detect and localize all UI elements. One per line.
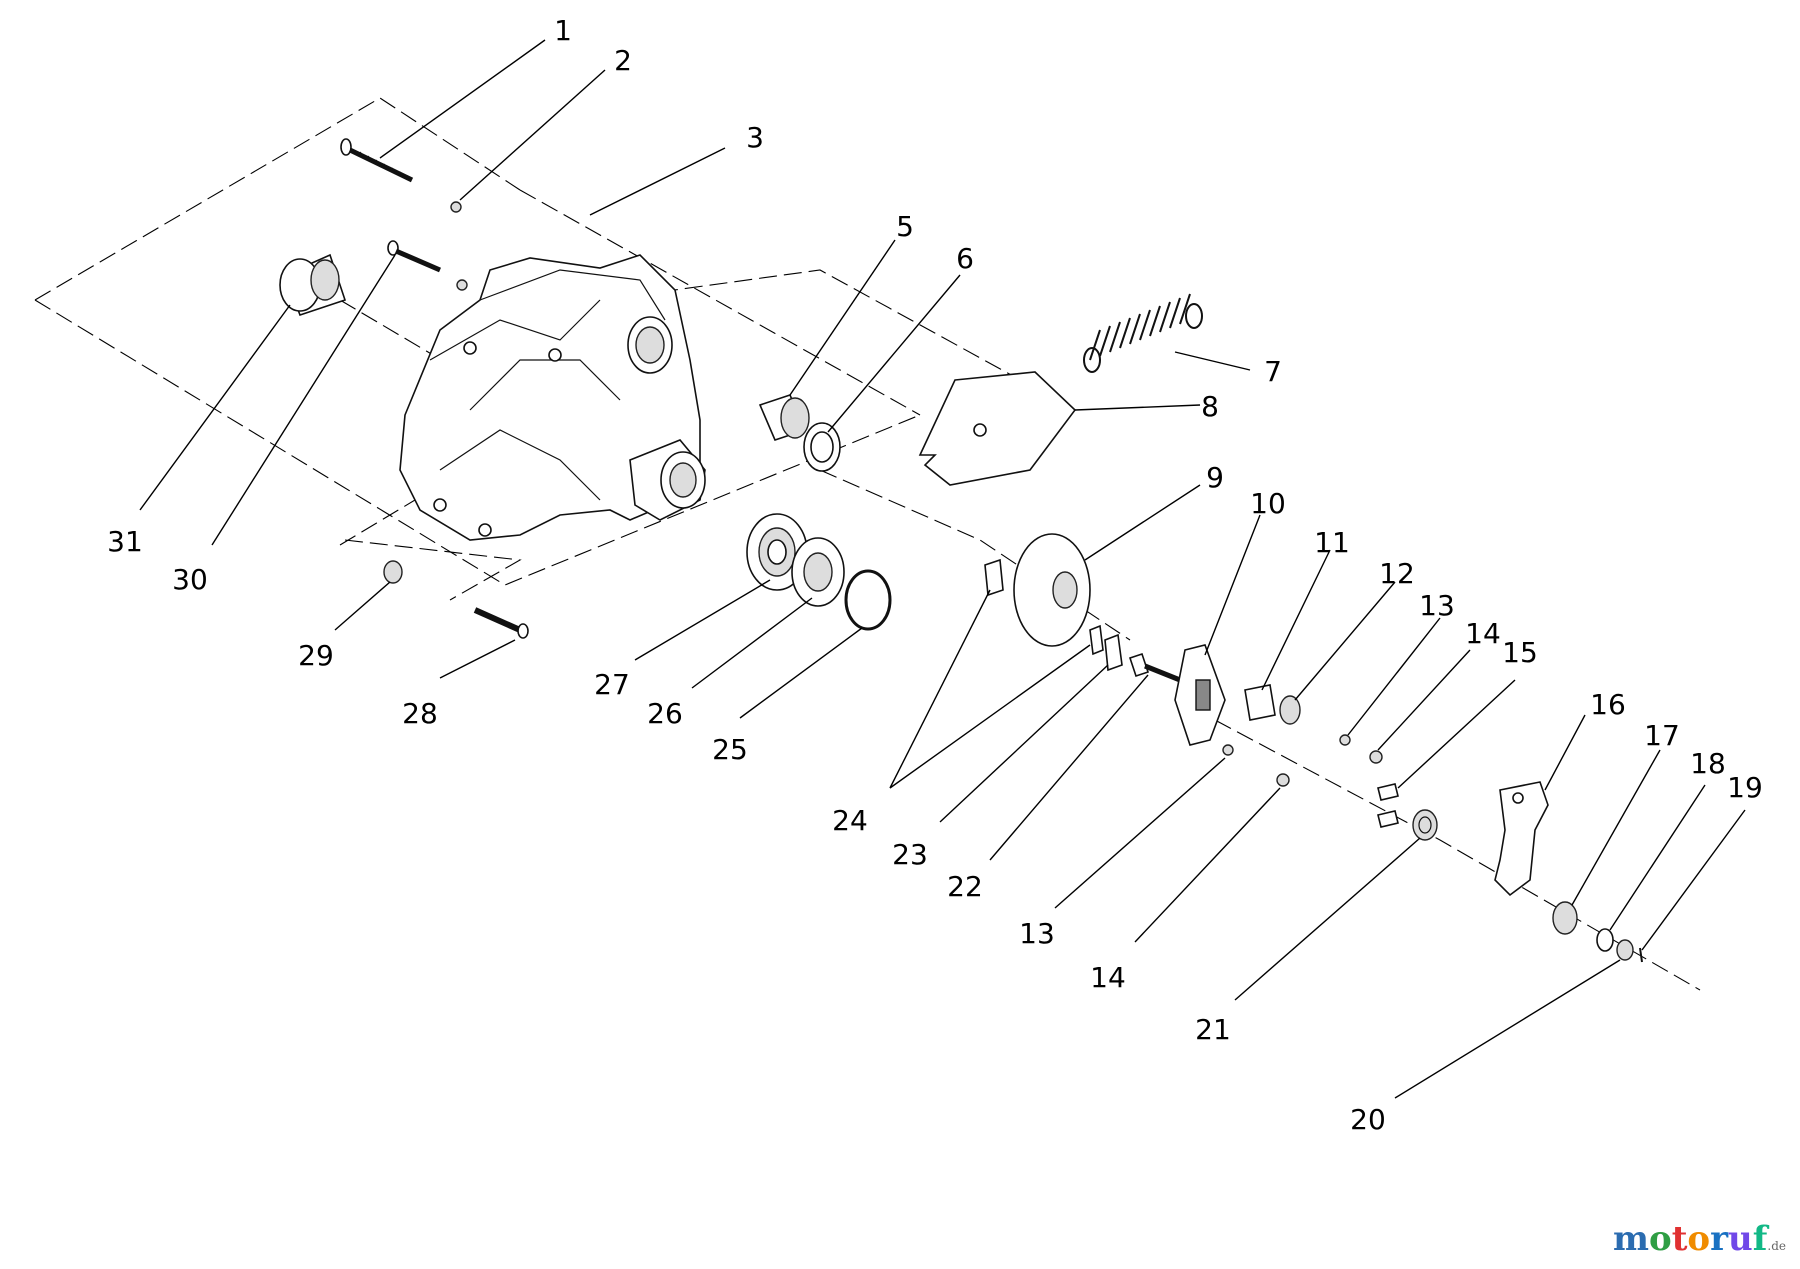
watermark-letter: m: [1613, 1219, 1649, 1259]
callout-9: 9: [1206, 461, 1224, 494]
callout-25: 25: [712, 733, 748, 766]
part-31-bushing: [279, 253, 347, 317]
watermark-letter: r: [1710, 1219, 1729, 1259]
part-13-nut-upper: [1339, 734, 1351, 746]
watermark-letter: u: [1728, 1219, 1753, 1259]
watermark-logo: motoruf.de: [1613, 1219, 1786, 1259]
callout-16: 16: [1590, 688, 1626, 721]
callout-17: 17: [1644, 719, 1680, 752]
part-20-nut: [1616, 939, 1634, 961]
callout-7: 7: [1264, 355, 1282, 388]
part-2-washer: [450, 201, 462, 213]
watermark-tld: .de: [1767, 1239, 1786, 1253]
watermark-letter: o: [1649, 1219, 1672, 1259]
assembly-dash-lines: [34, 97, 1701, 991]
part-26-bearing: [791, 537, 845, 607]
callout-13-upper: 13: [1419, 589, 1455, 622]
callout-1: 1: [554, 14, 572, 47]
callout-3: 3: [746, 121, 764, 154]
callout-6: 6: [956, 242, 974, 275]
part-24-key: [984, 558, 1104, 656]
callout-22: 22: [947, 870, 983, 903]
callout-13-lower: 13: [1019, 917, 1055, 950]
callout-2: 2: [614, 44, 632, 77]
watermark-letter: o: [1687, 1219, 1711, 1259]
part-6-seal: [803, 422, 841, 472]
callout-27: 27: [594, 668, 630, 701]
callout-30: 30: [172, 563, 208, 596]
callout-15: 15: [1502, 636, 1538, 669]
callout-18: 18: [1690, 747, 1726, 780]
part-13-nut-lower: [1222, 744, 1234, 756]
part-housing: [399, 254, 706, 541]
leader-lines: [139, 39, 1746, 1099]
part-12-washer: [1279, 695, 1301, 725]
part-15-pins: [1377, 783, 1399, 828]
callout-5: 5: [896, 210, 914, 243]
part-10-plate: [1174, 644, 1226, 746]
callout-11: 11: [1314, 526, 1350, 559]
callout-23: 23: [892, 838, 928, 871]
part-17-spring: [1552, 901, 1578, 935]
watermark-letter: f: [1752, 1219, 1768, 1259]
watermark-letters: motoruf: [1613, 1219, 1767, 1259]
callout-26: 26: [647, 697, 683, 730]
callout-21: 21: [1195, 1013, 1231, 1046]
part-14-nut-lower: [1276, 773, 1290, 787]
callout-19: 19: [1727, 771, 1763, 804]
part-7-spring: [1083, 293, 1203, 373]
part-22-bolt: [1128, 652, 1181, 683]
callout-12: 12: [1379, 557, 1415, 590]
part-21-spring: [1412, 809, 1438, 841]
callout-labels: 1 2 3 5 6 7 8 9 10 11 12 13 14 15 16 17 …: [107, 14, 1763, 1136]
part-5-needle-bearing: [758, 394, 810, 441]
part-30-screw: [387, 240, 468, 291]
part-18-washer: [1596, 928, 1614, 952]
callout-8: 8: [1201, 390, 1219, 423]
callout-24: 24: [832, 804, 868, 837]
callout-14-upper: 14: [1465, 617, 1501, 650]
callout-29: 29: [298, 639, 334, 672]
part-1-screw: [340, 138, 414, 183]
part-9-pulley: [1013, 533, 1091, 647]
callout-14-lower: 14: [1090, 961, 1126, 994]
part-23-key: [1104, 633, 1123, 672]
part-29-nut: [383, 560, 403, 584]
part-25-snap-ring: [844, 569, 892, 631]
part-19-pin: [1639, 947, 1643, 963]
callout-31: 31: [107, 525, 143, 558]
callout-20: 20: [1350, 1103, 1386, 1136]
part-16-arm: [1494, 781, 1549, 897]
part-8-bracket: [918, 371, 1077, 486]
callout-10: 10: [1250, 487, 1286, 520]
watermark-letter: t: [1671, 1219, 1688, 1259]
callout-28: 28: [402, 697, 438, 730]
part-28-screw: [473, 607, 529, 639]
part-11-spacer: [1244, 684, 1276, 721]
part-14-nut-upper: [1369, 750, 1383, 764]
